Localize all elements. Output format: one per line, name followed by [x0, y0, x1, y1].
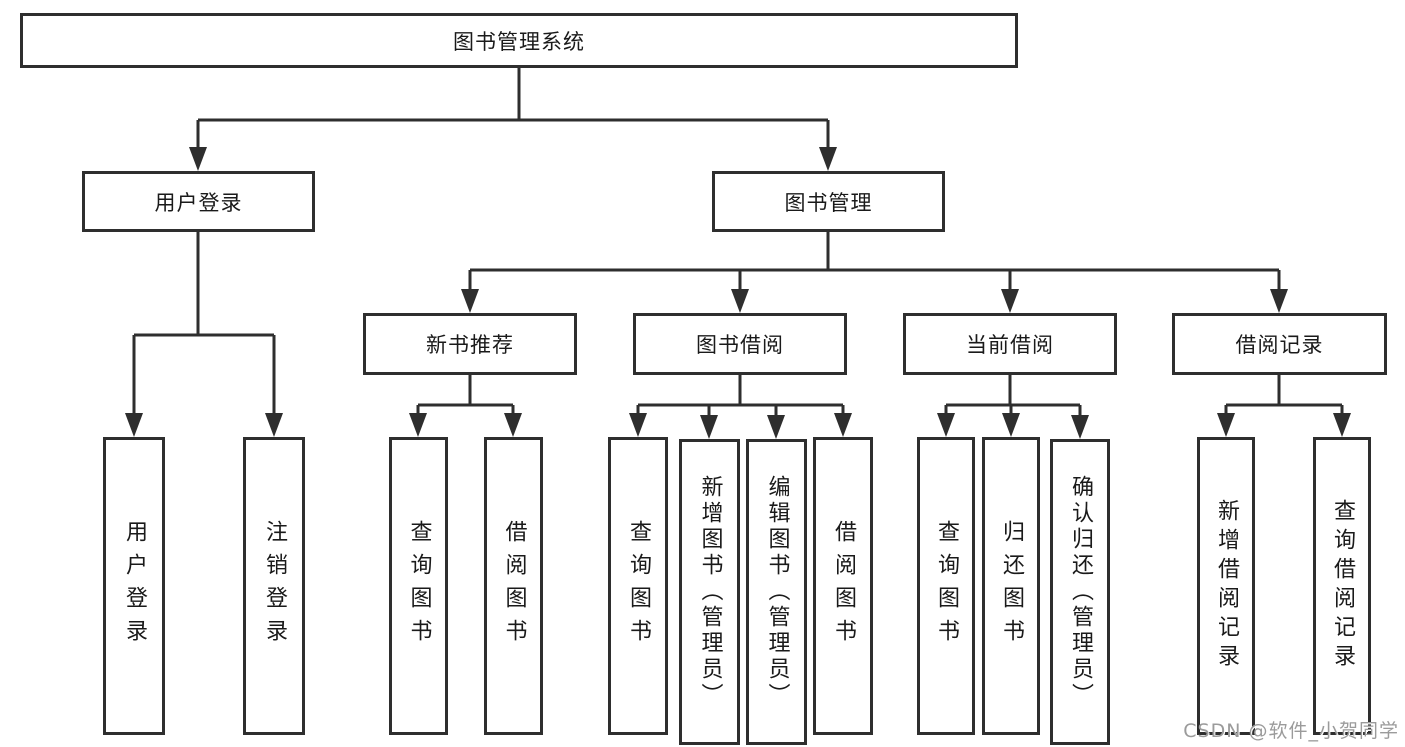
leaf-borrow-books-2: 借阅图书	[813, 437, 873, 735]
node-book-management-branch-label: 图书管理	[784, 190, 873, 215]
node-current-borrowing-label: 当前借阅	[966, 333, 1054, 357]
node-current-borrowing: 当前借阅	[903, 313, 1117, 375]
leaf-query-books-2: 查询图书	[608, 437, 668, 735]
leaf-return-books-label: 归还图书	[999, 520, 1024, 652]
leaf-query-books-3-label: 查询图书	[934, 520, 959, 652]
node-borrowing-records: 借阅记录	[1172, 313, 1387, 375]
leaf-user-login-label: 用户登录	[122, 520, 147, 652]
leaf-add-books-admin-label: 新增图书（管理员）	[697, 475, 723, 709]
leaf-borrow-books-2-label: 借阅图书	[831, 520, 856, 652]
leaf-confirm-return-admin: 确认归还（管理员）	[1050, 439, 1110, 745]
leaf-borrow-books-1-label: 借阅图书	[501, 520, 527, 652]
node-new-book-recommend-label: 新书推荐	[426, 333, 514, 357]
watermark-text: CSDN @软件_小贺同学	[1183, 720, 1399, 742]
leaf-borrow-books-1: 借阅图书	[484, 437, 543, 735]
leaf-query-borrow-record-label: 查询借阅记录	[1330, 499, 1355, 673]
leaf-query-books-1-label: 查询图书	[406, 520, 432, 652]
node-user-login-branch-label: 用户登录	[154, 190, 243, 215]
node-book-borrowing-label: 图书借阅	[696, 333, 784, 357]
leaf-query-books-2-label: 查询图书	[626, 520, 651, 652]
node-root-label: 图书管理系统	[453, 29, 585, 54]
node-borrowing-records-label: 借阅记录	[1235, 333, 1324, 357]
leaf-user-login: 用户登录	[103, 437, 165, 735]
leaf-query-borrow-record: 查询借阅记录	[1313, 437, 1371, 735]
leaf-add-borrow-record-label: 新增借阅记录	[1214, 499, 1239, 673]
leaf-edit-books-admin: 编辑图书（管理员）	[746, 439, 807, 745]
node-user-login-branch: 用户登录	[82, 171, 315, 232]
leaf-logout: 注销登录	[243, 437, 305, 735]
node-new-book-recommend: 新书推荐	[363, 313, 577, 375]
leaf-query-books-1: 查询图书	[389, 437, 448, 735]
leaf-add-books-admin: 新增图书（管理员）	[679, 439, 740, 745]
leaf-edit-books-admin-label: 编辑图书（管理员）	[764, 475, 790, 709]
leaf-confirm-return-admin-label: 确认归还（管理员）	[1068, 475, 1093, 709]
node-book-borrowing: 图书借阅	[633, 313, 847, 375]
leaf-logout-label: 注销登录	[262, 520, 287, 652]
node-book-management-branch: 图书管理	[712, 171, 945, 232]
leaf-query-books-3: 查询图书	[917, 437, 975, 735]
leaf-add-borrow-record: 新增借阅记录	[1197, 437, 1255, 735]
node-root: 图书管理系统	[20, 13, 1018, 68]
leaf-return-books: 归还图书	[982, 437, 1040, 735]
